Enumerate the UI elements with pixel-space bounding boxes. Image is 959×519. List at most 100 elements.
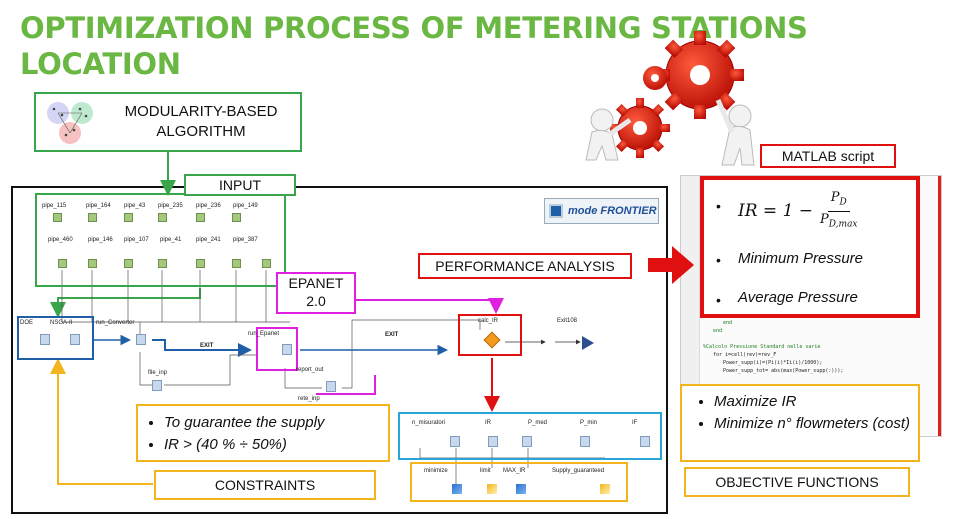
pipe-node-icon[interactable]	[232, 213, 241, 222]
doe-label: DOE	[20, 320, 34, 326]
objective-label-3: MAX_IR	[503, 468, 526, 474]
pipe-node-icon[interactable]	[196, 213, 205, 222]
matlab-label: MATLAB script	[781, 148, 875, 164]
svg-text:Power_supp_tot= abs(max(Power_: Power_supp_tot= abs(max(Power_supp(:)));	[723, 368, 843, 374]
svg-text:%Calcolo Pressione Standard ne: %Calcolo Pressione Standard nelle varie	[703, 344, 820, 350]
objectives-nodes-box	[410, 462, 628, 502]
output-node-icon[interactable]	[488, 436, 498, 447]
objectives-box: Maximize IR Minimize n° flowmeters (cost…	[680, 384, 920, 462]
ir-formula: IR = 1 − PD PD,max	[738, 190, 858, 230]
minimize-node-icon[interactable]	[452, 484, 462, 494]
modularity-algorithm-box: MODULARITY-BASED ALGORITHM	[34, 92, 302, 152]
bullet-icon: •	[716, 198, 721, 214]
pipe-label-top-5: pipe_236	[196, 203, 221, 209]
rete-inp-node-icon[interactable]	[326, 381, 336, 392]
matlab-items-box: • IR = 1 − PD PD,max • Minimum Pressure …	[700, 176, 920, 318]
nsga-label: NSGA-II	[50, 320, 73, 326]
bullet-icon: •	[716, 252, 721, 268]
pipe-label-bottom-6: pipe_387	[233, 237, 258, 243]
min-pressure-item: Minimum Pressure	[738, 250, 864, 267]
objective-label-2: limit	[480, 468, 491, 474]
modefrontier-logo: mode FRONTIER	[544, 198, 659, 224]
pipe-node-icon[interactable]	[58, 259, 67, 268]
input-box	[35, 193, 286, 287]
modularity-label: MODULARITY-BASED ALGORITHM	[124, 103, 278, 140]
report-out-label: report_out	[296, 367, 324, 373]
pipe-node-icon[interactable]	[232, 259, 241, 268]
modefrontier-cube-icon	[549, 204, 563, 218]
page-title: OPTIMIZATION PROCESS OF METERING STATION…	[20, 11, 808, 81]
nsga-node-icon[interactable]	[70, 334, 80, 345]
output-node-icon[interactable]	[522, 436, 532, 447]
exit108-label: Exit108	[557, 318, 578, 324]
pipe-node-icon[interactable]	[53, 213, 62, 222]
run-epanet-label: run_Epanet	[248, 331, 280, 337]
pipe-node-icon[interactable]	[88, 213, 97, 222]
calc-ir-label: calc_IR	[478, 318, 499, 324]
constraints-label-box: CONSTRAINTS	[154, 470, 376, 500]
run-epanet-box	[256, 327, 298, 371]
pipe-label-bottom-1: pipe_460	[48, 237, 73, 243]
run-converter-node-icon[interactable]	[136, 334, 146, 345]
objective-label-1: minimize	[424, 468, 448, 474]
output-label-3: P_med	[528, 420, 548, 426]
svg-text:for i=cell(rev)=rev_F: for i=cell(rev)=rev_F	[713, 352, 776, 358]
exit-label-b: EXIT	[385, 332, 399, 338]
file-inp-node-icon[interactable]	[152, 380, 162, 391]
matlab-label-box: MATLAB script	[760, 144, 896, 168]
constraints-label: CONSTRAINTS	[214, 477, 316, 493]
pipe-node-icon[interactable]	[88, 259, 97, 268]
doe-node-icon[interactable]	[40, 334, 50, 345]
pipe-node-icon[interactable]	[124, 259, 133, 268]
pipe-label-bottom-5: pipe_241	[196, 237, 221, 243]
performance-analysis-box: PERFORMANCE ANALYSIS	[418, 253, 632, 279]
output-label-5: IF	[632, 420, 638, 426]
max-ir-node-icon[interactable]	[516, 484, 526, 494]
constraint-item-2: IR > (40 % ÷ 50%)	[164, 434, 380, 456]
input-label-box: INPUT	[184, 174, 296, 196]
output-node-icon[interactable]	[580, 436, 590, 447]
performance-label: PERFORMANCE ANALYSIS	[435, 258, 615, 274]
run-converter-label: run_Converter	[96, 320, 135, 326]
exit108-node-icon[interactable]	[582, 336, 594, 350]
constraints-box: To guarantee the supply IR > (40 % ÷ 50%…	[136, 404, 390, 462]
objectives-label-box: OBJECTIVE FUNCTIONS	[684, 467, 910, 497]
pipe-label-bottom-3: pipe_107	[124, 237, 149, 243]
output-node-icon[interactable]	[640, 436, 650, 447]
pipe-node-icon[interactable]	[196, 259, 205, 268]
epanet-label: EPANET 2.0	[288, 275, 344, 309]
output-node-icon[interactable]	[450, 436, 460, 447]
input-label: INPUT	[219, 177, 261, 193]
limit-node-icon[interactable]	[487, 484, 497, 494]
pipe-node-icon[interactable]	[158, 213, 167, 222]
bullet-icon: •	[716, 292, 721, 308]
pipe-label-top-3: pipe_43	[124, 203, 146, 209]
report-out-magenta-frame	[316, 375, 376, 395]
file-inp-label: file_inp	[148, 370, 168, 376]
outputs-box	[398, 412, 662, 460]
svg-text:end: end	[723, 320, 732, 326]
output-label-4: P_min	[580, 420, 598, 426]
objective-label-4: Supply_guaranteed	[552, 468, 605, 474]
objectives-label: OBJECTIVE FUNCTIONS	[715, 474, 879, 490]
pipe-label-top-6: pipe_149	[233, 203, 258, 209]
pipe-node-icon[interactable]	[124, 213, 133, 222]
rete-inp-label: rete_inp	[298, 396, 320, 402]
doe-nsga-box	[17, 316, 94, 360]
pipe-label-bottom-4: pipe_41	[160, 237, 182, 243]
pipe-label-top-1: pipe_115	[42, 203, 67, 209]
pipe-label-bottom-2: pipe_146	[88, 237, 113, 243]
constraint-item-1: To guarantee the supply	[164, 412, 380, 434]
run-epanet-node-icon[interactable]	[282, 344, 292, 355]
gears-illustration-icon	[585, 31, 755, 166]
supply-node-icon[interactable]	[600, 484, 610, 494]
output-label-2: IR	[485, 420, 491, 426]
pipe-label-top-4: pipe_235	[158, 203, 183, 209]
svg-text:Power_supp(i)=(Pi(i)*Ii(i)/100: Power_supp(i)=(Pi(i)*Ii(i)/1000);	[723, 360, 822, 366]
graph-clusters-icon	[47, 102, 93, 144]
output-label-1: n_misuratori	[412, 420, 446, 426]
objective-item-2: Minimize n° flowmeters (cost)	[714, 413, 912, 435]
svg-text:end: end	[713, 328, 722, 334]
pipe-node-icon[interactable]	[262, 259, 271, 268]
pipe-node-icon[interactable]	[158, 259, 167, 268]
